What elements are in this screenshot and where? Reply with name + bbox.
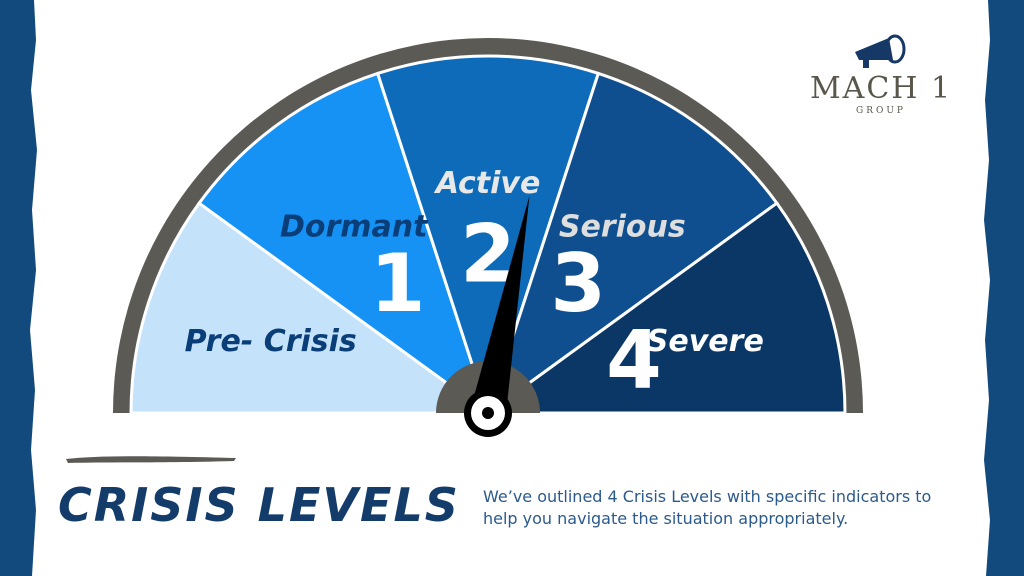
needle-pivot-center bbox=[482, 407, 494, 419]
logo-subtitle: GROUP bbox=[856, 106, 906, 116]
gauge-segment-2 bbox=[197, 71, 491, 417]
gauge-segment-number: 4 bbox=[606, 314, 662, 407]
gauge-segment-label: Active bbox=[434, 166, 541, 201]
megaphone-icon bbox=[855, 34, 906, 68]
gauge-segment-label: Serious bbox=[559, 210, 686, 245]
gauge-segment-number: 3 bbox=[550, 237, 606, 330]
gauge-needle bbox=[470, 195, 530, 417]
logo-name: MACH 1 bbox=[809, 71, 953, 106]
gauge-segment-label: Dormant bbox=[280, 210, 429, 245]
page-description: We’ve outlined 4 Crisis Levels with spec… bbox=[483, 487, 932, 528]
gauge-segment-3 bbox=[375, 54, 601, 418]
company-logo: MACH 1 GROUP bbox=[796, 30, 966, 116]
gauge-segment-number: 1 bbox=[370, 237, 426, 330]
gauge-segment-4 bbox=[485, 71, 779, 417]
gauge-segment-5 bbox=[483, 201, 847, 415]
decorative-brush-stroke bbox=[66, 456, 236, 463]
left-brush-frame bbox=[0, 0, 37, 576]
gauge-segment-label: Severe bbox=[647, 324, 764, 359]
gauge-segment-label: Pre- Crisis bbox=[185, 324, 357, 359]
right-brush-frame bbox=[984, 0, 1024, 576]
page-title: CRISIS LEVELS bbox=[58, 478, 460, 532]
gauge-segment-1 bbox=[129, 201, 493, 415]
